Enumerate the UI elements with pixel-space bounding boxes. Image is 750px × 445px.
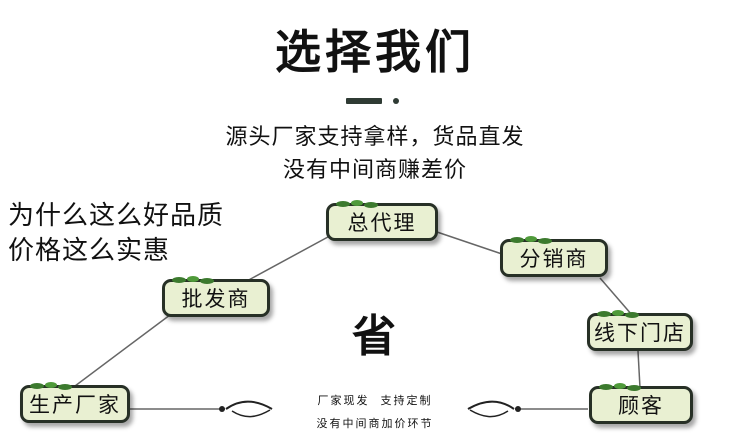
- subtitle-line-1: 源头厂家支持拿样，货品直发: [225, 125, 525, 150]
- node-label: 顾客: [618, 394, 664, 418]
- question-line-2: 价格这么实惠: [8, 236, 171, 266]
- subtitle-line-2: 没有中间商赚差价: [282, 158, 467, 183]
- direct-route-line-1: 厂家现发 支持定制: [317, 394, 433, 407]
- right-ornament: [467, 400, 521, 418]
- node-label: 总代理: [347, 211, 417, 235]
- node-label: 线下门店: [594, 321, 686, 345]
- link-agent-distributor: [436, 231, 503, 255]
- left-ornament: [219, 400, 273, 418]
- node-wholesale: 批发商: [162, 276, 270, 317]
- direct-route-line-2: 没有中间商加价环节: [316, 417, 434, 430]
- link-offline-customer: [637, 350, 641, 389]
- title-underline-dot: [393, 98, 399, 104]
- node-distributor: 分销商: [500, 236, 608, 277]
- vine-leaf-icon: [599, 383, 641, 391]
- page-title: 选择我们: [275, 25, 475, 79]
- vine-leaf-icon: [172, 276, 214, 284]
- node-offline-store: 线下门店: [587, 310, 693, 351]
- vine-leaf-icon: [597, 310, 639, 318]
- node-label: 批发商: [181, 287, 251, 311]
- node-general-agent: 总代理: [326, 200, 438, 241]
- save-mark: 省: [352, 311, 396, 362]
- title-underline-bar: [346, 98, 382, 104]
- node-label: 分销商: [519, 247, 589, 271]
- vine-leaf-icon: [30, 382, 72, 390]
- node-customer: 顾客: [589, 383, 693, 424]
- link-distributor-offline: [599, 277, 633, 316]
- vine-leaf-icon: [510, 236, 552, 244]
- question-line-1: 为什么这么好品质: [8, 201, 225, 231]
- node-label: 生产厂家: [29, 393, 121, 417]
- vine-leaf-icon: [336, 200, 378, 208]
- node-factory: 生产厂家: [20, 382, 130, 423]
